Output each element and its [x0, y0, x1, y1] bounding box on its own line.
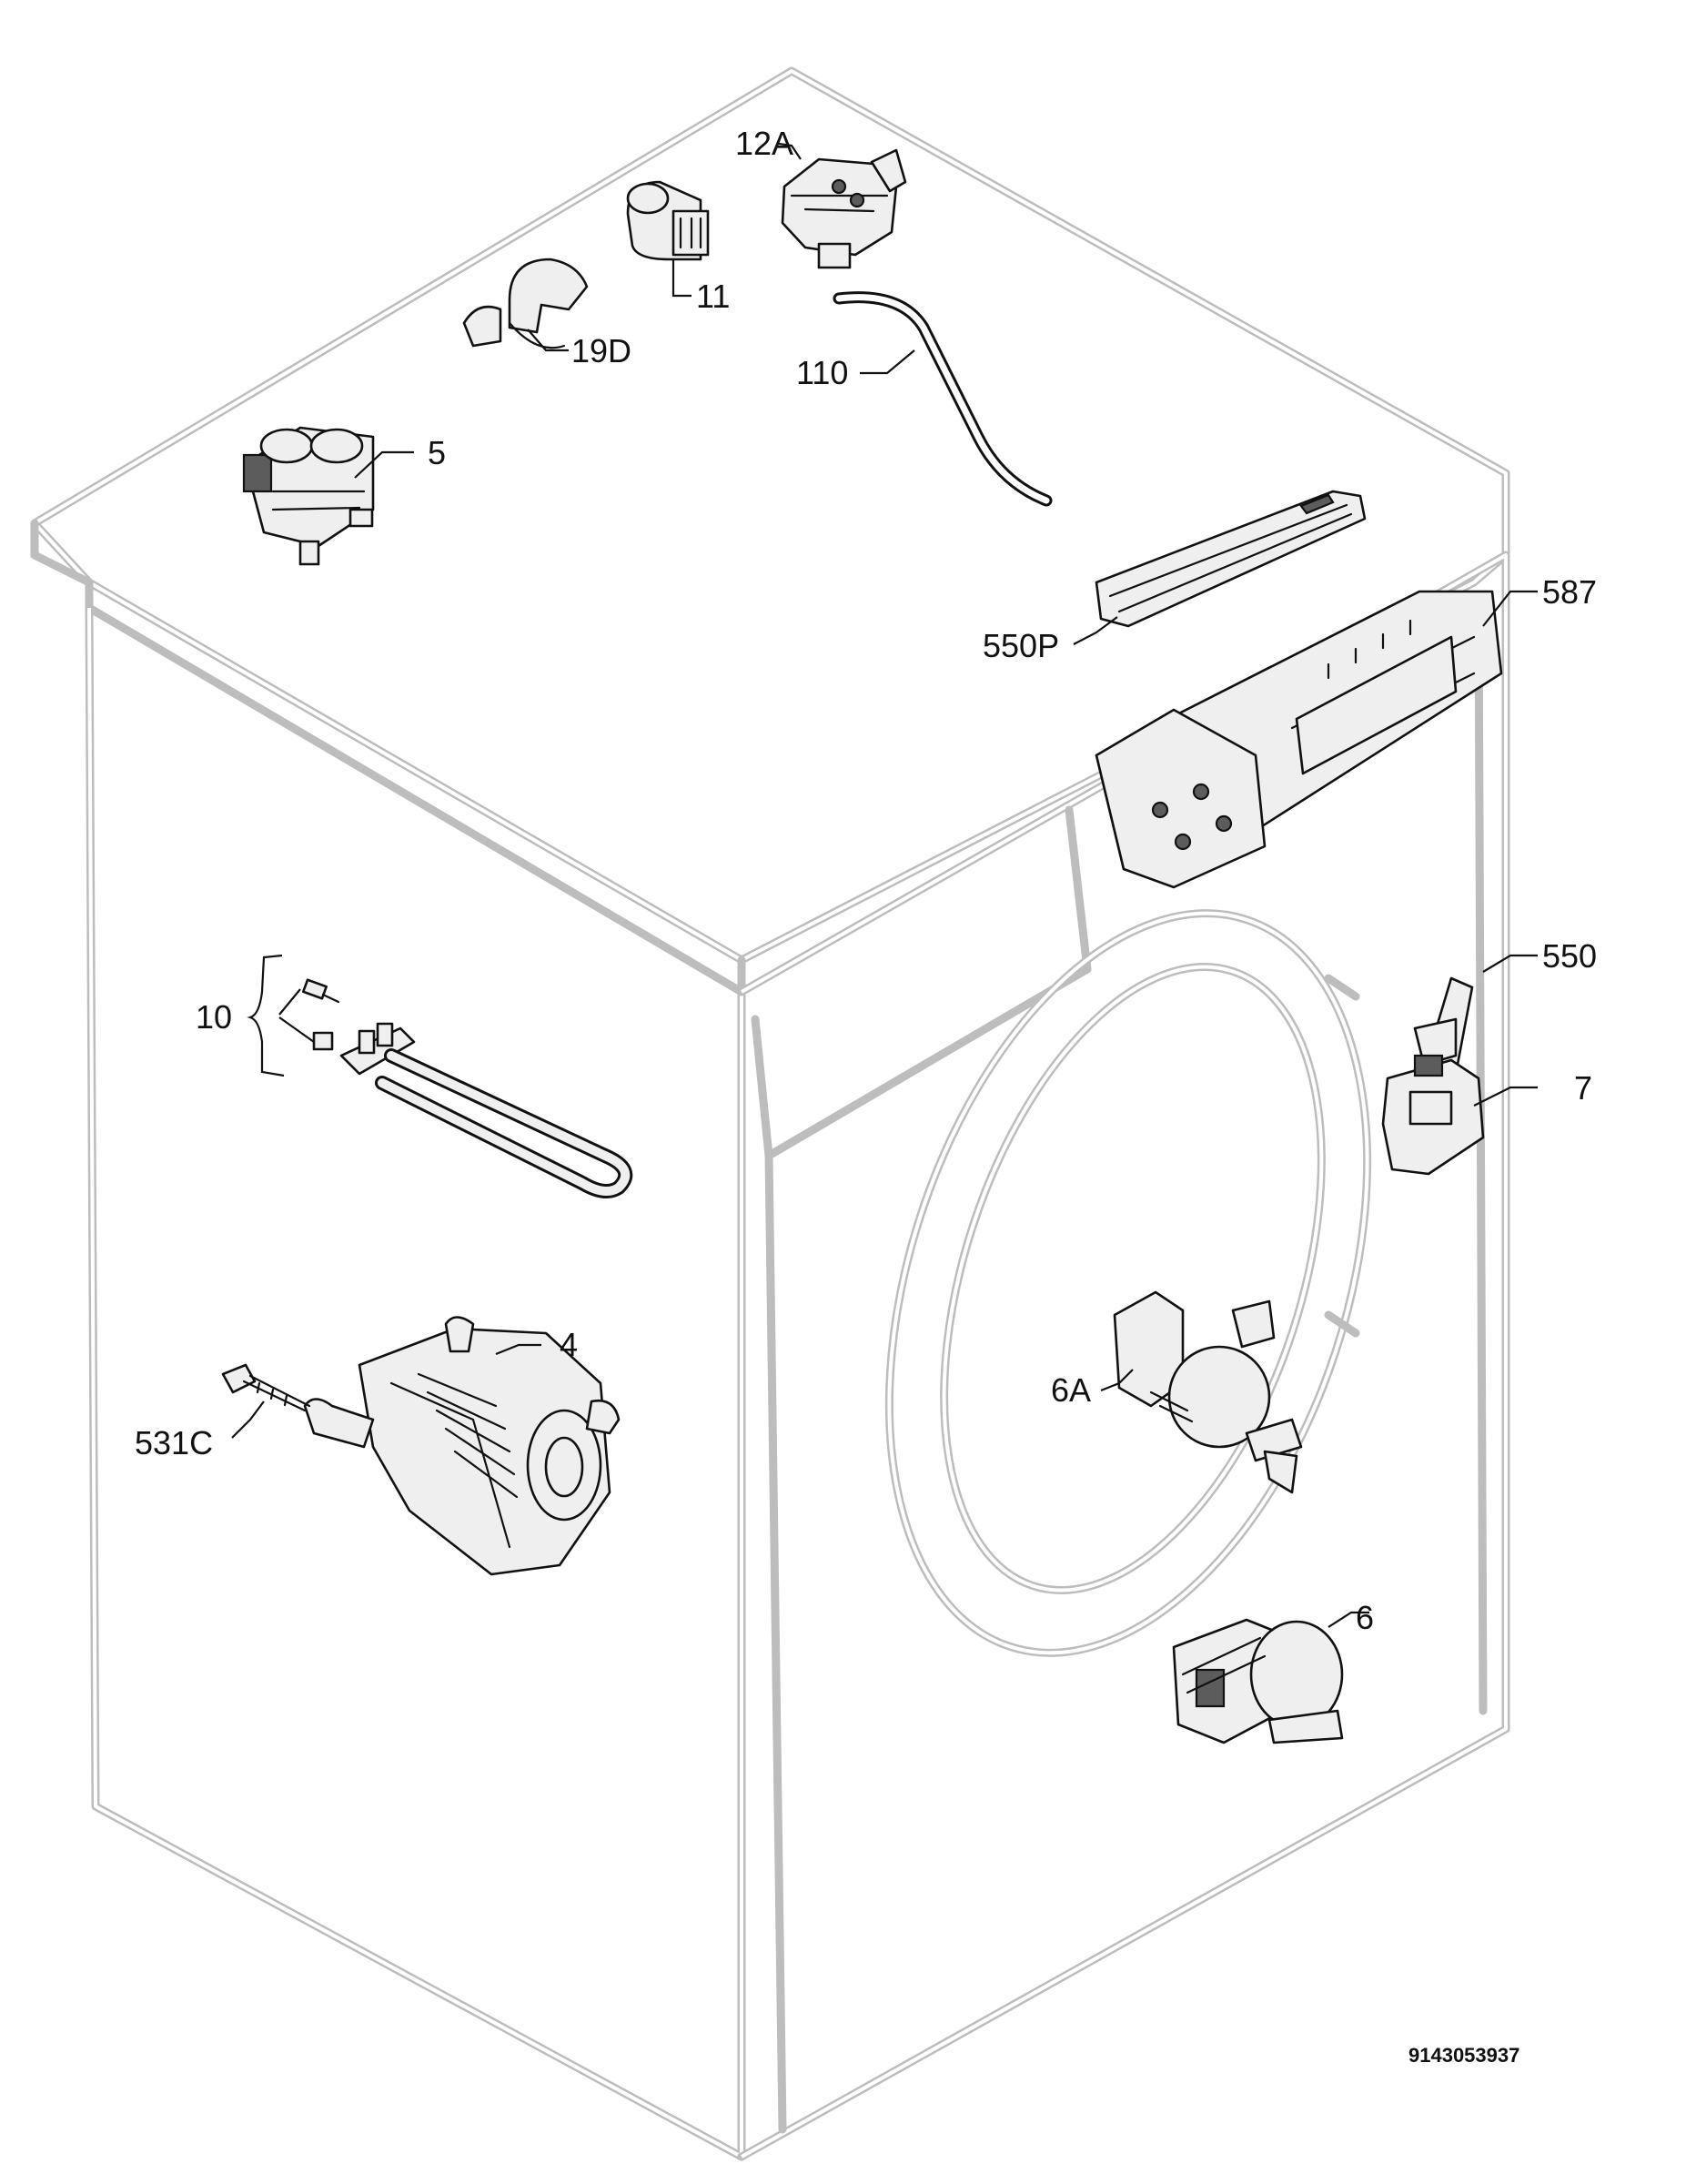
- callout-4: 4: [560, 1326, 578, 1363]
- screw-part: [221, 1363, 311, 1412]
- pressure-hose-part: [833, 291, 1053, 507]
- selector-strip-part: [1095, 490, 1367, 628]
- callout-587: 587: [1542, 573, 1597, 611]
- leader-lines: [231, 142, 1538, 1628]
- electronic-board-part: [1095, 590, 1503, 889]
- door-inner-ring: [940, 963, 1326, 1594]
- door-lock-part: [1381, 1054, 1485, 1176]
- cabinet-top-lip: [30, 519, 746, 996]
- pressure-switch-part: [781, 148, 907, 269]
- door-outer-ring: [884, 909, 1372, 1657]
- callout-19D: 19D: [571, 332, 631, 369]
- callout-7: 7: [1574, 1069, 1592, 1107]
- callout-5: 5: [428, 434, 446, 471]
- callout-11: 11: [696, 278, 730, 315]
- callout-6A: 6A: [1051, 1371, 1091, 1409]
- callout-6: 6: [1356, 1599, 1374, 1636]
- callout-10: 10: [196, 998, 232, 1036]
- heating-element-part: [301, 978, 633, 1198]
- callout-12A: 12A: [735, 125, 793, 162]
- callout-550P: 550P: [983, 627, 1059, 664]
- callout-110: 110: [796, 354, 848, 391]
- inlet-valve-part: [242, 426, 375, 566]
- suppressor-filter-part: [626, 180, 710, 261]
- door-hinge: [1324, 974, 1360, 1338]
- callout-550: 550: [1542, 937, 1597, 975]
- circulation-pump-part: [1113, 1290, 1303, 1494]
- cable-clip-part: [462, 258, 589, 349]
- callout-531C: 531C: [135, 1424, 213, 1461]
- front-panel-strip: [751, 805, 1092, 2134]
- front-inner-edge: [1474, 596, 1488, 1715]
- motor-part: [303, 1316, 621, 1576]
- cabinet-outline: [30, 66, 1510, 2161]
- drain-pump-part: [1172, 1618, 1344, 1744]
- document-number: 9143053937: [1408, 2044, 1519, 2067]
